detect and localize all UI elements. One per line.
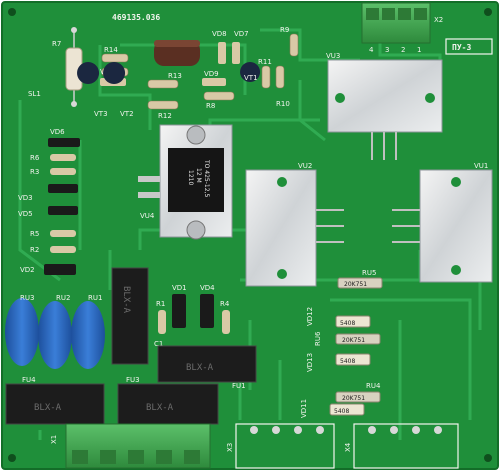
bridge-text-2: 12 М xyxy=(195,168,202,183)
ru6-label: RU6 xyxy=(314,331,322,346)
terminal-x4 xyxy=(353,423,459,469)
vu3-label: VU3 xyxy=(326,52,340,60)
r8-label: R8 xyxy=(206,102,215,110)
fuse-text-fu4: BLX-A xyxy=(34,403,62,413)
ru4-value: 20K751 xyxy=(342,395,365,402)
ru4-label: RU4 xyxy=(366,382,381,390)
r11-label: R11 xyxy=(258,58,272,66)
r12-label: R12 xyxy=(158,112,172,120)
ru1-label: RU1 xyxy=(88,294,102,302)
r1-label: R1 xyxy=(156,300,165,308)
res-value-2: 5408 xyxy=(340,358,355,365)
vd2-label: VD2 xyxy=(20,266,35,274)
vu2-label: VU2 xyxy=(298,162,312,170)
vd5-label: VD5 xyxy=(18,210,33,218)
left-column-parts xyxy=(44,138,80,275)
r10-label: R10 xyxy=(276,100,290,108)
r3-label: R3 xyxy=(30,168,39,176)
fu3-label: FU3 xyxy=(126,376,140,384)
vd12-label: VD12 xyxy=(306,307,314,326)
vd3-label: VD3 xyxy=(18,194,33,202)
r2-label: R2 xyxy=(30,246,39,254)
x2-pin-4: 4 xyxy=(369,46,374,54)
mounting-holes xyxy=(8,8,492,462)
vd8-label: VD8 xyxy=(212,30,227,38)
res-value-3: 5408 xyxy=(334,408,349,415)
r14-label: R14 xyxy=(104,46,118,54)
vd11-label: VD11 xyxy=(300,399,308,418)
bridge-text-3: 1210 xyxy=(187,170,194,185)
capacitor-electrolytic xyxy=(154,40,200,66)
x4-label: X4 xyxy=(344,442,352,452)
vt1-label: VT1 xyxy=(244,74,258,82)
x2-label: X2 xyxy=(434,16,443,24)
r13-label: R13 xyxy=(168,72,182,80)
r6-label: R6 xyxy=(30,154,40,162)
r4-label: R4 xyxy=(220,300,230,308)
x3-label: X3 xyxy=(226,443,234,452)
resistor-r7 xyxy=(65,27,83,107)
vd4-label: VD4 xyxy=(200,284,215,292)
ru6-value: 20K751 xyxy=(342,337,365,344)
res-value-1: 5408 xyxy=(340,320,355,327)
board-id: ПУ-3 xyxy=(452,43,471,52)
c1-label: C1 xyxy=(154,340,163,348)
terminal-x3 xyxy=(235,423,335,469)
vt2-label: VT2 xyxy=(120,110,134,118)
vd9-label: VD9 xyxy=(204,70,219,78)
r5-label: R5 xyxy=(30,230,39,238)
regulator-vu2 xyxy=(245,169,344,287)
protection-cluster xyxy=(329,315,381,416)
varistors-blue xyxy=(5,298,105,369)
fuse-holders xyxy=(5,267,257,425)
regulator-vu3 xyxy=(327,59,443,160)
ru2-label: RU2 xyxy=(56,294,70,302)
x2-pin-3: 3 xyxy=(385,46,389,54)
terminal-x1 xyxy=(65,423,211,469)
fuse-text-vertical: BLX-A xyxy=(121,286,131,314)
diodes-middle xyxy=(158,294,230,334)
ru5-value: 20K751 xyxy=(344,281,367,288)
sl1-label: SL1 xyxy=(28,90,41,98)
x1-label: X1 xyxy=(50,435,58,444)
vd6-label: VD6 xyxy=(50,128,65,136)
regulator-vu1 xyxy=(392,169,493,283)
fuse-text-fu1: BLX-A xyxy=(186,363,214,373)
vu4-label: VU4 xyxy=(140,212,155,220)
bridge-text-1: ТО 425-12,5 xyxy=(203,159,210,197)
ru5-label: RU5 xyxy=(362,269,376,277)
transistors xyxy=(77,62,261,84)
x2-pin-2: 2 xyxy=(401,46,405,54)
varistor-ru5-body xyxy=(337,277,383,289)
bridge-vu4 xyxy=(138,124,233,240)
fu4-label: FU4 xyxy=(22,376,36,384)
vd7-label: VD7 xyxy=(234,30,249,38)
terminal-x2 xyxy=(361,2,431,44)
fuse-text-fu3: BLX-A xyxy=(146,403,174,413)
part-number: 469135.036 xyxy=(112,13,160,22)
vu1-label: VU1 xyxy=(474,162,488,170)
r9-label: R9 xyxy=(280,26,289,34)
vd13-label: VD13 xyxy=(306,353,314,372)
fu1-label: FU1 xyxy=(232,382,246,390)
ru3-label: RU3 xyxy=(20,294,34,302)
x2-pin-1: 1 xyxy=(417,46,421,54)
r7-label: R7 xyxy=(52,40,61,48)
vd1-label: VD1 xyxy=(172,284,187,292)
vt3-label: VT3 xyxy=(94,110,108,118)
